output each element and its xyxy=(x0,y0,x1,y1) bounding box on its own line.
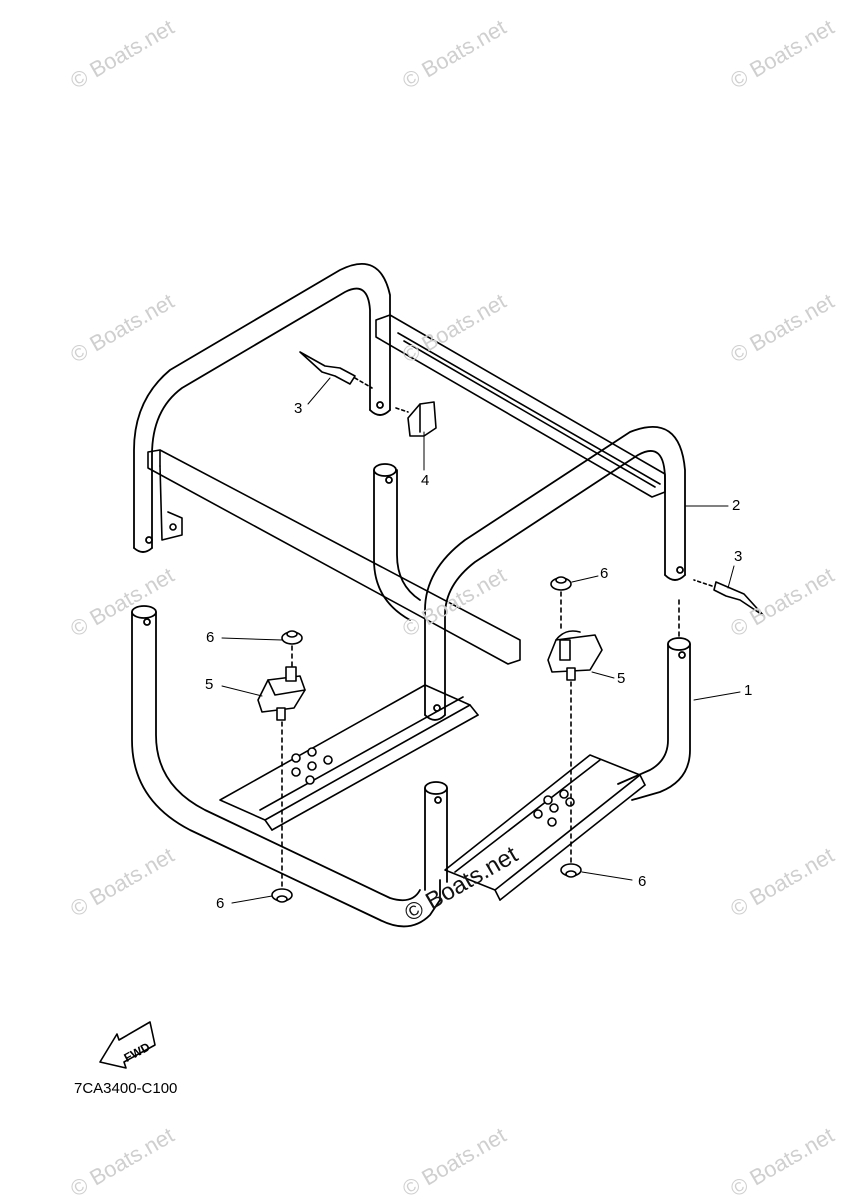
callout-part-6-right-bottom: 6 xyxy=(638,873,647,890)
fwd-arrow-icon: FWD xyxy=(99,1021,156,1069)
clamp xyxy=(395,401,437,437)
mount-left xyxy=(257,666,306,721)
lower-frame-tube xyxy=(131,463,691,928)
callout-part-4: 4 xyxy=(421,472,430,489)
callout-part-2: 2 xyxy=(732,497,741,514)
callout-part-5-right: 5 xyxy=(617,670,626,687)
callout-part-6-right-top: 6 xyxy=(600,565,609,582)
assembly-lines xyxy=(281,591,680,889)
leader-lines xyxy=(221,377,741,904)
callout-part-5-left: 5 xyxy=(205,676,214,693)
drawing-code: 7CA3400-C100 xyxy=(74,1080,178,1097)
upper-handle-tube xyxy=(133,262,686,721)
callout-part-3-left: 3 xyxy=(294,400,303,417)
nut-icon xyxy=(271,576,582,903)
callout-part-6-left-bottom: 6 xyxy=(216,895,225,912)
mount-right xyxy=(547,630,603,681)
callout-part-6-left-top: 6 xyxy=(206,629,215,646)
callout-part-1: 1 xyxy=(744,682,753,699)
callout-part-3-right: 3 xyxy=(734,548,743,565)
front-cross-rail xyxy=(147,449,521,665)
rivet-icon xyxy=(299,351,765,617)
